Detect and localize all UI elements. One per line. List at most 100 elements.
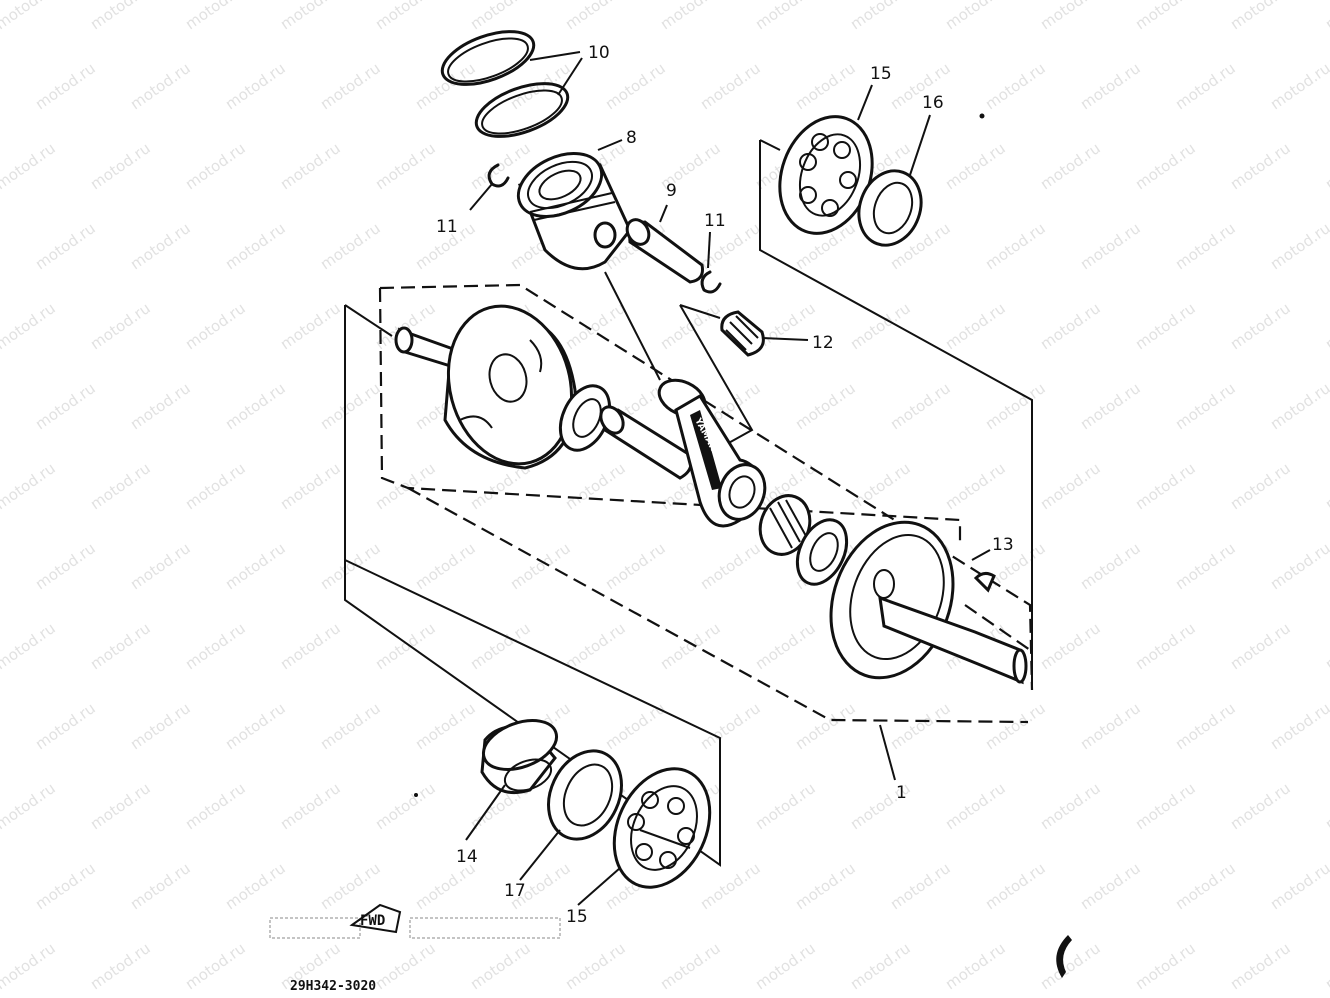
watermark-text: motod.ru [87, 139, 154, 193]
watermark-text: motod.ru [372, 139, 439, 193]
watermark-text: motod.ru [657, 939, 724, 993]
watermark-text: motod.ru [87, 939, 154, 993]
watermark-text: motod.ru [1172, 379, 1239, 433]
watermark-text: motod.ru [372, 939, 439, 993]
watermark-text: motod.ru [697, 59, 764, 113]
watermark-text: motod.ru [602, 59, 669, 113]
watermark-text: motod.ru [1132, 459, 1199, 513]
watermark-text: motod.ru [1132, 619, 1199, 673]
watermark-text: motod.ru [752, 779, 819, 833]
watermark-text: motod.ru [1037, 299, 1104, 353]
watermark-text: motod.ru [127, 379, 194, 433]
stamp-logo: FWD [269, 903, 561, 939]
watermark-text: motod.ru [277, 0, 344, 33]
piston-ring-lower [474, 82, 570, 138]
watermark-text: motod.ru [1267, 699, 1330, 753]
watermark-text: motod.ru [0, 619, 59, 673]
watermark-text: motod.ru [1077, 699, 1144, 753]
watermark-text: motod.ru [1322, 939, 1330, 993]
oil-seal-left [547, 749, 623, 841]
callout-label: 16 [922, 93, 944, 113]
watermark-text: motod.ru [887, 59, 954, 113]
watermark-text: motod.ru [1227, 299, 1294, 353]
watermark-text: motod.ru [222, 699, 289, 753]
watermark-text: motod.ru [32, 59, 99, 113]
watermark-text: motod.ru [317, 59, 384, 113]
watermark-text: motod.ru [507, 539, 574, 593]
connecting-rod: YAMAHA [657, 378, 767, 528]
watermark-text: motod.ru [847, 0, 914, 33]
piston-pin-clip-right [700, 270, 722, 294]
callout-label: 8 [626, 128, 637, 148]
watermark-text: motod.ru [752, 939, 819, 993]
watermark-text: motod.ru [942, 939, 1009, 993]
watermark-text: motod.ru [1037, 619, 1104, 673]
watermark-text: motod.ru [1037, 0, 1104, 33]
watermark-text: motod.ru [1322, 139, 1330, 193]
watermark-text: motod.ru [1227, 0, 1294, 33]
watermark-text: motod.ru [982, 59, 1049, 113]
watermark-text: motod.ru [277, 139, 344, 193]
watermark-text: motod.ru [1172, 699, 1239, 753]
callout-label: 15 [870, 64, 892, 84]
stray-mark [414, 793, 418, 797]
piston-ring-upper [440, 30, 536, 86]
callout-label: 13 [992, 535, 1014, 555]
watermark-text: motod.ru [0, 779, 59, 833]
watermark-text: motod.ru [657, 0, 724, 33]
watermark-text: motod.ru [982, 699, 1049, 753]
crank-bearing-left [612, 767, 712, 889]
watermark-text: motod.ru [1132, 779, 1199, 833]
watermark-text: motod.ru [1132, 0, 1199, 33]
watermark-text: motod.ru [87, 299, 154, 353]
watermark-text: motod.ru [222, 379, 289, 433]
crankshaft-left-half [394, 304, 577, 470]
callout-labels: 10 8 11 9 11 12 15 16 13 1 14 17 15 [436, 43, 1014, 927]
thrust-washer-right [795, 518, 849, 586]
callout-label: 10 [588, 43, 610, 63]
watermark-text: motod.ru [182, 619, 249, 673]
watermark-text: motod.ru [1267, 859, 1330, 913]
watermark-text: motod.ru [887, 699, 954, 753]
watermark-text: motod.ru [1322, 779, 1330, 833]
watermark-text: motod.ru [887, 859, 954, 913]
watermark-text: motod.ru [222, 539, 289, 593]
watermark-text: motod.ru [467, 619, 534, 673]
watermark-text: motod.ru [847, 939, 914, 993]
watermark-text: motod.ru [697, 699, 764, 753]
watermark-text: motod.ru [562, 619, 629, 673]
watermark-text: motod.ru [1037, 939, 1104, 993]
watermark-text: motod.ru [562, 459, 629, 513]
watermark-text: motod.ru [317, 379, 384, 433]
watermark-text: motod.ru [412, 59, 479, 113]
piston [516, 152, 632, 271]
watermark-text: motod.ru [1037, 779, 1104, 833]
piston-pin [625, 218, 704, 284]
watermark-text: motod.ru [467, 0, 534, 33]
small-end-bearing [720, 310, 765, 357]
watermark-text: motod.ru [127, 699, 194, 753]
watermark-text: motod.ru [1172, 859, 1239, 913]
crankshaft-right-half [829, 520, 1028, 685]
watermark-text: motod.ru [0, 0, 59, 33]
watermark-text: motod.ru [277, 779, 344, 833]
watermark-text: motod.ru [1227, 779, 1294, 833]
watermark-text: motod.ru [222, 59, 289, 113]
watermark-text: motod.ru [942, 779, 1009, 833]
watermark-text: motod.ru [942, 0, 1009, 33]
watermark-text: motod.ru [87, 779, 154, 833]
collar [480, 719, 558, 795]
watermark-text: motod.ru [127, 859, 194, 913]
watermark-text: motod.ru [1322, 299, 1330, 353]
watermark-text: motod.ru [317, 859, 384, 913]
woodruff-key [973, 571, 996, 593]
watermark-text: motod.ru [1132, 299, 1199, 353]
watermark-text: motod.ru [697, 539, 764, 593]
watermark-text: motod.ru [1077, 219, 1144, 273]
watermark-text: motod.ru [372, 0, 439, 33]
watermark-text: motod.ru [32, 859, 99, 913]
exploded-guide-lines [344, 139, 1033, 867]
watermark-text: motod.ru [32, 539, 99, 593]
watermark-text: motod.ru [182, 0, 249, 33]
watermark-text: motod.ru [1077, 539, 1144, 593]
